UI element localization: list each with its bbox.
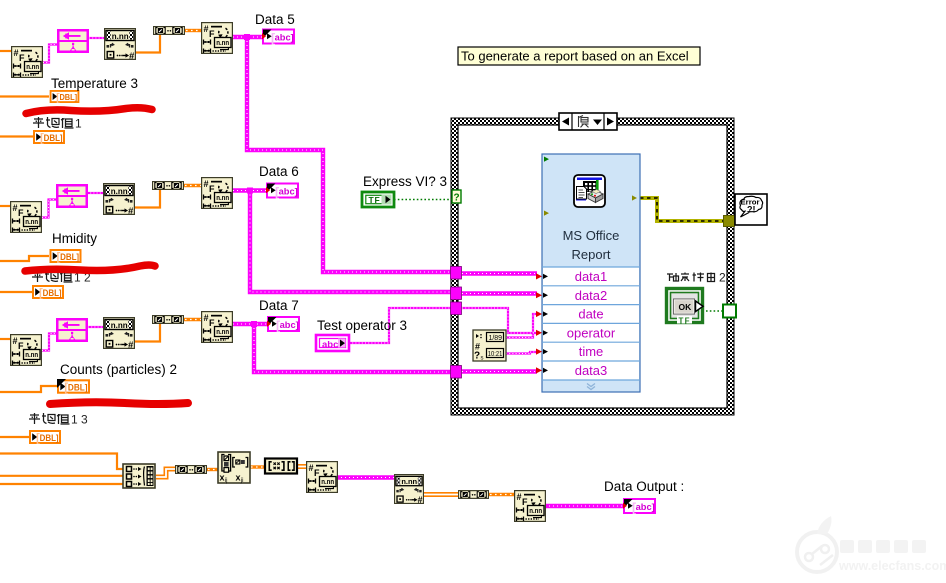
svg-text:TF: TF [679,316,691,325]
svg-text:Test operator 3: Test operator 3 [317,318,407,333]
svg-text:Error: Error [741,200,760,207]
svg-text:www.elecfans.com: www.elecfans.com [838,559,946,573]
svg-text:operator: operator [567,326,616,341]
svg-text:Temperature 3: Temperature 3 [51,76,138,91]
svg-text:ij: ij [225,478,228,484]
svg-text:TF: TF [369,195,381,205]
svg-text:1/89: 1/89 [489,335,503,342]
svg-text:time: time [579,344,604,359]
svg-text:s: s [481,356,484,362]
svg-text:ji: ji [240,478,244,484]
svg-text:?: ? [454,193,460,204]
svg-text:?: ? [474,351,480,362]
svg-text:1: 1 [75,117,82,131]
svg-text:Hmidity: Hmidity [52,231,97,246]
svg-text:data3: data3 [575,363,608,378]
svg-text:x: x [220,473,225,483]
svg-text:x: x [236,473,241,483]
svg-text:To generate a report based on: To generate a report based on an Excel [461,49,689,64]
svg-text:data2: data2 [575,288,608,303]
svg-text:OK: OK [679,302,693,312]
svg-text:#: # [475,342,480,352]
svg-text:10:21: 10:21 [488,351,503,358]
svg-text:MS Office: MS Office [563,228,620,243]
svg-text:Data 6: Data 6 [259,164,299,179]
svg-text:Counts (particles) 2: Counts (particles) 2 [60,362,177,377]
svg-text:?!: ?! [747,205,756,215]
svg-text:Express VI? 3: Express VI? 3 [363,174,447,189]
svg-text:Report: Report [571,247,610,262]
svg-text:abc: abc [322,340,338,351]
svg-text:Data Output :: Data Output : [604,479,684,494]
svg-text:2: 2 [719,271,726,285]
svg-text:1 3: 1 3 [71,413,88,427]
svg-text:date: date [578,307,603,322]
svg-text:Data 5: Data 5 [255,12,295,27]
svg-text:data1: data1 [575,269,608,284]
svg-text:Data 7: Data 7 [259,298,299,313]
